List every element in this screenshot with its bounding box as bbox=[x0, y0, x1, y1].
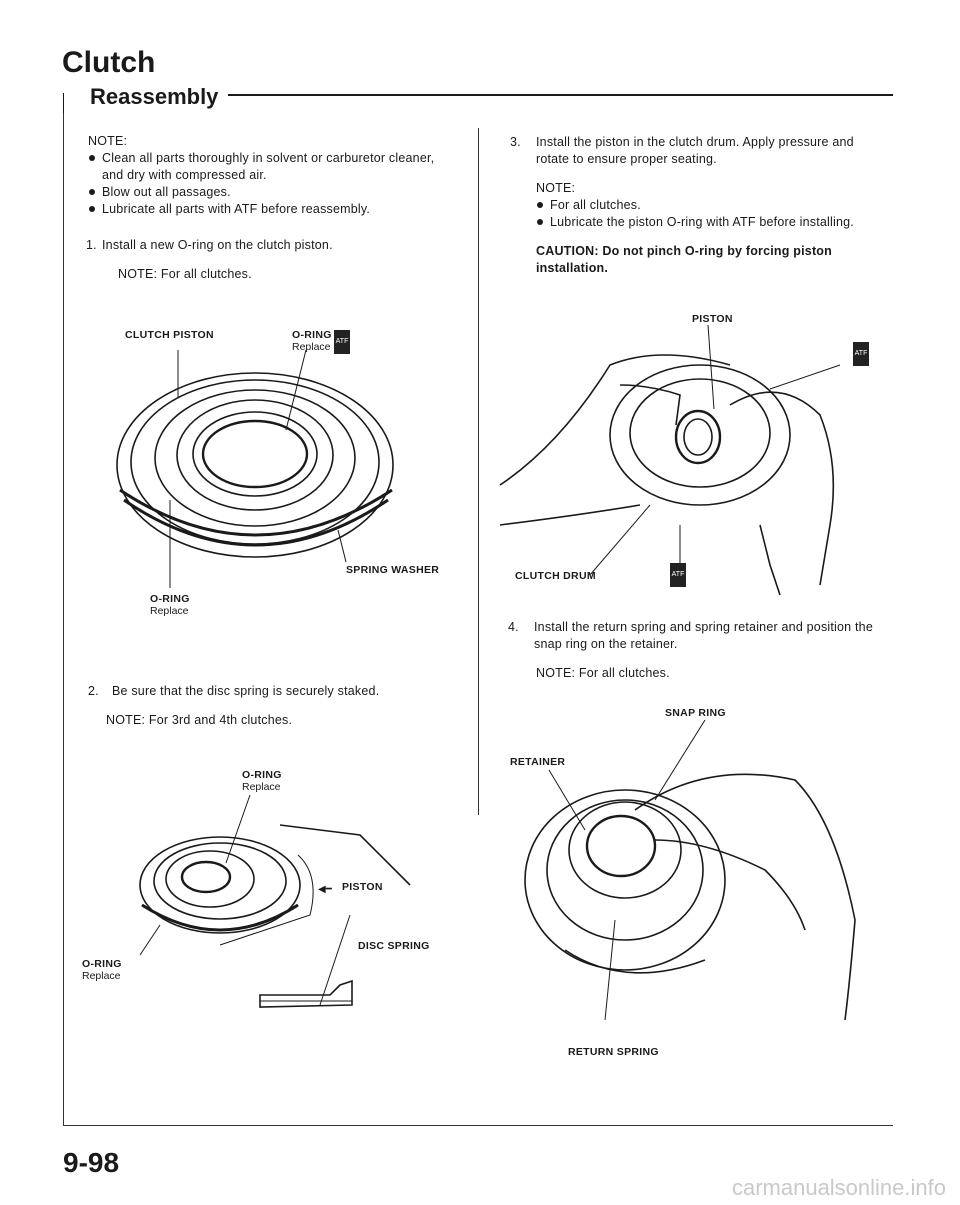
step-number: 2. bbox=[88, 684, 99, 698]
step-note: NOTE: For all clutches. bbox=[536, 666, 670, 680]
label-oring-bottom: O-RING bbox=[82, 958, 122, 970]
step-number: 4. bbox=[508, 620, 519, 634]
note-list: For all clutches. Lubricate the piston O… bbox=[536, 197, 880, 231]
clutch-piston-illustration bbox=[116, 349, 394, 588]
label-disc-spring: DISC SPRING bbox=[358, 940, 430, 952]
note-item: For all clutches. bbox=[536, 197, 880, 214]
section-heading: Reassembly bbox=[90, 84, 219, 109]
label-return-spring: RETURN SPRING bbox=[568, 1046, 659, 1058]
note-item: Blow out all passages. bbox=[88, 184, 458, 201]
step-note: NOTE: For all clutches. bbox=[118, 267, 252, 281]
page-bottom-rule bbox=[63, 1125, 893, 1126]
section-rule bbox=[228, 94, 893, 96]
label-oring-bottom: O-RING bbox=[150, 593, 190, 605]
label-spring-washer: SPRING WASHER bbox=[346, 564, 440, 576]
arrow-left-icon: ◀━ bbox=[318, 884, 332, 895]
disc-spring-illustration bbox=[139, 794, 411, 1008]
label-oring-top-sub: Replace bbox=[292, 341, 331, 353]
section-bracket bbox=[63, 93, 64, 113]
label-retainer: RETAINER bbox=[510, 756, 566, 768]
step-3: 3. Install the piston in the clutch drum… bbox=[510, 134, 880, 277]
label-oring-bottom-sub: Replace bbox=[82, 970, 121, 982]
label-snap-ring: SNAP RING bbox=[665, 707, 726, 719]
column-divider bbox=[478, 128, 479, 815]
note-item: Lubricate all parts with ATF before reas… bbox=[88, 201, 458, 218]
label-oring-top-sub: Replace bbox=[242, 781, 281, 793]
step-text: Be sure that the disc spring is securely… bbox=[112, 684, 380, 698]
label-oring-bottom-sub: Replace bbox=[150, 605, 189, 617]
atf-icon: ATF bbox=[334, 330, 350, 354]
note-item: Lubricate the piston O-ring with ATF bef… bbox=[536, 214, 880, 231]
step-4: 4. Install the return spring and spring … bbox=[508, 619, 880, 682]
piston-install-illustration bbox=[499, 324, 841, 596]
step-1: 1. Install a new O-ring on the clutch pi… bbox=[86, 237, 466, 283]
atf-icon: ATF bbox=[670, 563, 686, 587]
caution-text: CAUTION: Do not pinch O-ring by forcing … bbox=[536, 244, 832, 275]
page-number: 9-98 bbox=[63, 1147, 120, 1178]
step-text: Install a new O-ring on the clutch pisto… bbox=[102, 238, 333, 252]
note-label: NOTE: bbox=[536, 181, 576, 195]
step-note: NOTE: For 3rd and 4th clutches. bbox=[106, 713, 293, 727]
label-clutch-piston: CLUTCH PISTON bbox=[125, 329, 214, 341]
label-piston: PISTON bbox=[692, 313, 733, 325]
page-title: Clutch bbox=[62, 46, 156, 79]
step-text: Install the return spring and spring ret… bbox=[534, 620, 873, 651]
return-spring-illustration bbox=[524, 719, 856, 1021]
left-note-block: NOTE: Clean all parts thoroughly in solv… bbox=[88, 133, 458, 218]
note-list: Clean all parts thoroughly in solvent or… bbox=[88, 150, 458, 218]
note-label: NOTE: bbox=[88, 134, 128, 148]
watermark-text: carmanualsonline.info bbox=[731, 1175, 946, 1200]
label-clutch-drum: CLUTCH DRUM bbox=[515, 570, 596, 582]
step-2: 2. Be sure that the disc spring is secur… bbox=[88, 683, 468, 729]
atf-icon: ATF bbox=[853, 342, 869, 366]
step-number: 1. bbox=[86, 238, 97, 252]
label-piston: PISTON bbox=[342, 881, 383, 893]
step-number: 3. bbox=[510, 135, 521, 149]
label-oring-top: O-RING bbox=[292, 329, 332, 341]
label-oring-top: O-RING bbox=[242, 769, 282, 781]
page-left-border bbox=[63, 113, 64, 1125]
step-text: Install the piston in the clutch drum. A… bbox=[536, 135, 854, 166]
note-item: Clean all parts thoroughly in solvent or… bbox=[88, 150, 458, 184]
